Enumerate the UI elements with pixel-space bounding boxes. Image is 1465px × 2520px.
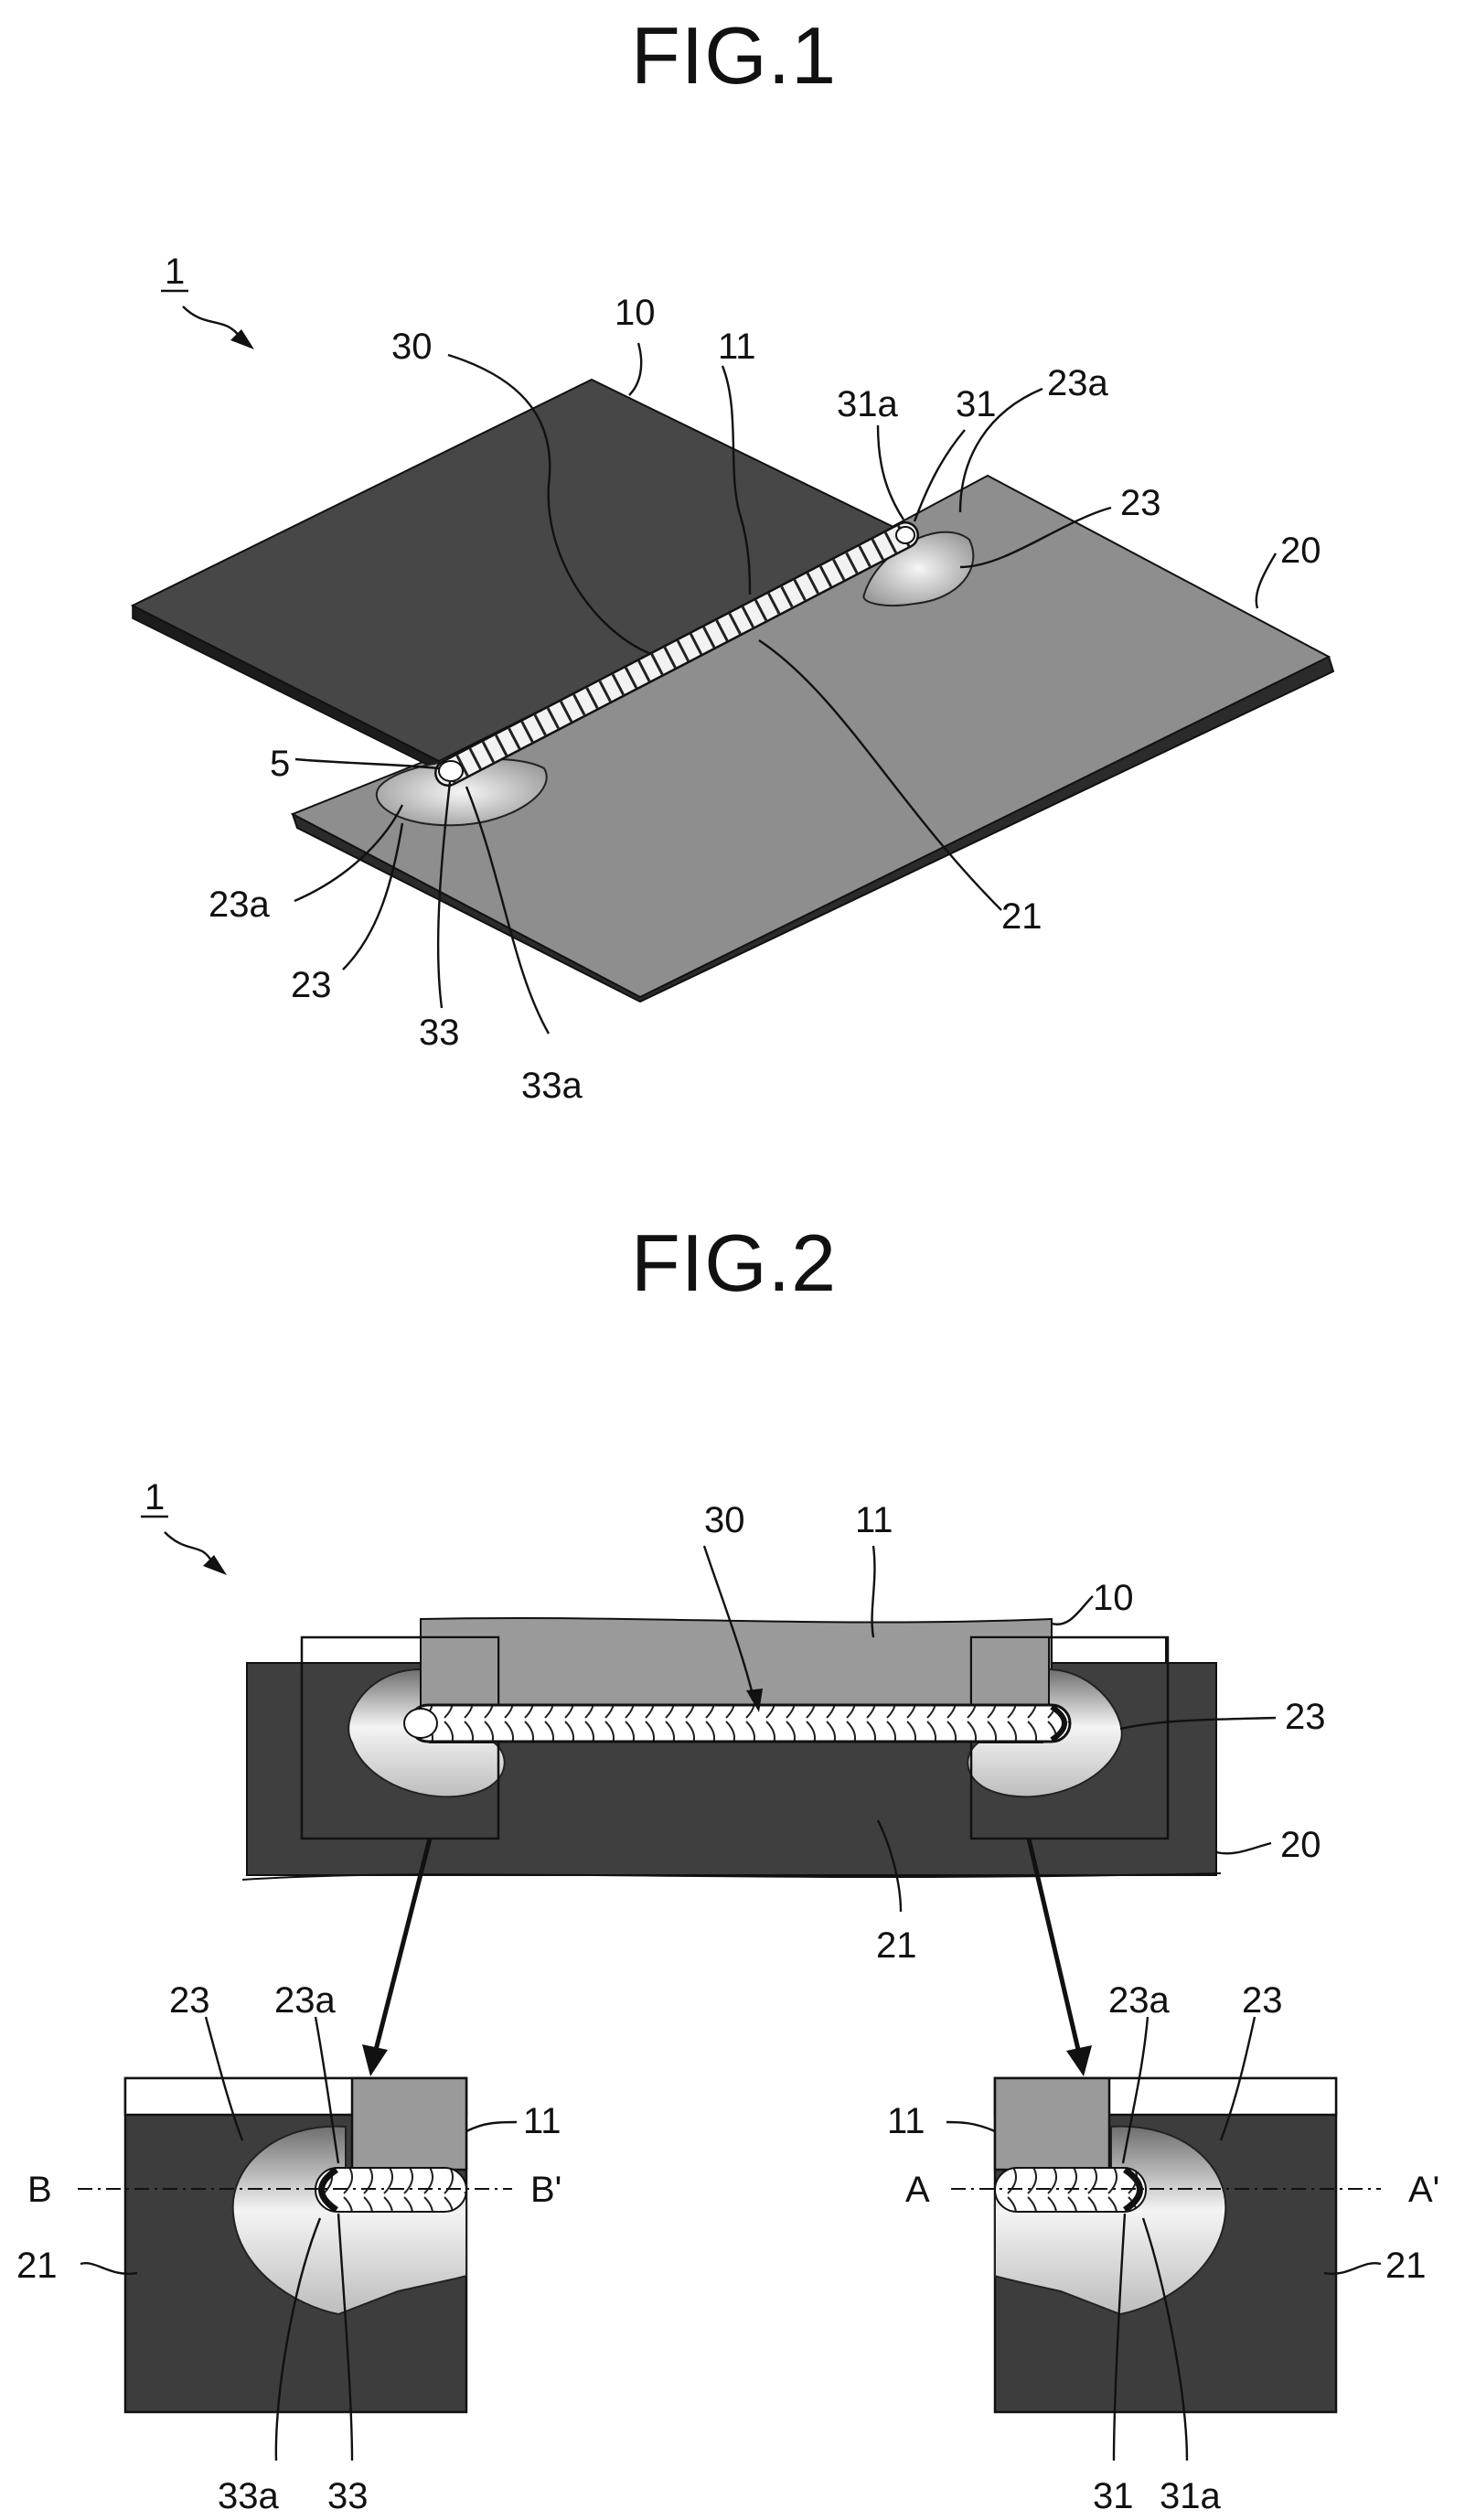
label-23-low-fig1: 23	[291, 965, 332, 1005]
label-23a-low-fig1: 23a	[209, 885, 270, 925]
arrowhead-left-detail	[362, 2044, 388, 2076]
label-20-fig1: 20	[1280, 531, 1321, 571]
label-11-fig1: 11	[718, 327, 756, 367]
leader-31a	[878, 425, 904, 520]
label-detail-right-31a: 31a	[1160, 2476, 1221, 2516]
label-20-fig2: 20	[1280, 1825, 1321, 1865]
arrowhead-ref-1-fig2	[203, 1555, 227, 1575]
label-30-fig1: 30	[391, 327, 433, 367]
label-detail-left-23: 23	[169, 1980, 210, 2021]
label-detail-left-33: 33	[327, 2476, 369, 2516]
leader-ref-1-fig2	[165, 1532, 212, 1562]
label-section-B: B	[27, 2170, 52, 2210]
leader-20-fig2	[1216, 1843, 1271, 1853]
leader-10-fig2	[1052, 1596, 1093, 1625]
label-23-fig2: 23	[1285, 1697, 1326, 1737]
arrowhead-right-detail	[1066, 2045, 1092, 2076]
arrowhead-ref-1-fig1	[230, 329, 254, 349]
leader-ref-1-fig1	[183, 306, 240, 337]
label-21-fig2: 21	[876, 1925, 917, 1966]
label-31a-fig1: 31a	[837, 384, 898, 424]
label-ref-1-fig2: 1	[144, 1477, 165, 1517]
label-detail-right-11: 11	[887, 2101, 925, 2141]
label-section-A-prime: A'	[1408, 2170, 1439, 2210]
label-33-fig1: 33	[419, 1013, 460, 1053]
fig2-detail-right: 23a 23 11 A A' 21 31 31a	[887, 1980, 1439, 2516]
leader-detail-left-11	[466, 2122, 517, 2131]
leader-detail-right-11	[946, 2122, 995, 2131]
label-30-fig2: 30	[704, 1500, 745, 1540]
bead-end-33	[439, 761, 463, 781]
bead-end-31	[896, 527, 914, 543]
label-10-fig1: 10	[615, 293, 656, 333]
label-detail-right-23a: 23a	[1108, 1980, 1170, 2021]
fig2-plate10-right-tab	[971, 1637, 1049, 1715]
label-21-fig1: 21	[1001, 896, 1043, 937]
label-10-fig2: 10	[1093, 1578, 1134, 1618]
label-detail-left-23a: 23a	[274, 1980, 336, 2021]
fig1-drawing: 1 10 30 11 31a 31 23a 23 20 21 5 23a 23 …	[133, 252, 1333, 1106]
detail-left-plate-11	[352, 2078, 466, 2170]
leader-10	[629, 343, 641, 395]
label-detail-left-33a: 33a	[218, 2476, 279, 2516]
label-detail-left-11: 11	[523, 2101, 561, 2141]
fig2-bead-start	[404, 1709, 437, 1738]
label-section-B-prime: B'	[530, 2170, 561, 2210]
label-5-fig1: 5	[270, 744, 290, 784]
fig2-plate10-left-tab	[421, 1637, 498, 1715]
label-33a-fig1: 33a	[521, 1066, 583, 1106]
label-detail-right-23: 23	[1242, 1980, 1283, 2021]
label-section-A: A	[905, 2170, 930, 2210]
label-detail-right-31: 31	[1093, 2476, 1134, 2516]
label-23-top-fig1: 23	[1120, 483, 1161, 523]
leader-20	[1256, 553, 1276, 608]
fig2-detail-left: 23 23a 11 B B' 21 33a 33	[16, 1980, 561, 2516]
label-detail-right-21: 21	[1385, 2246, 1427, 2286]
label-23a-top-fig1: 23a	[1047, 363, 1108, 403]
label-31-fig1: 31	[956, 384, 997, 424]
label-11-fig2: 11	[855, 1500, 893, 1540]
detail-right-plate-11	[995, 2078, 1109, 2170]
fig2-weld-bead-30	[410, 1705, 1070, 1742]
label-detail-left-21: 21	[16, 2246, 58, 2286]
label-ref-1-fig1: 1	[165, 252, 185, 292]
